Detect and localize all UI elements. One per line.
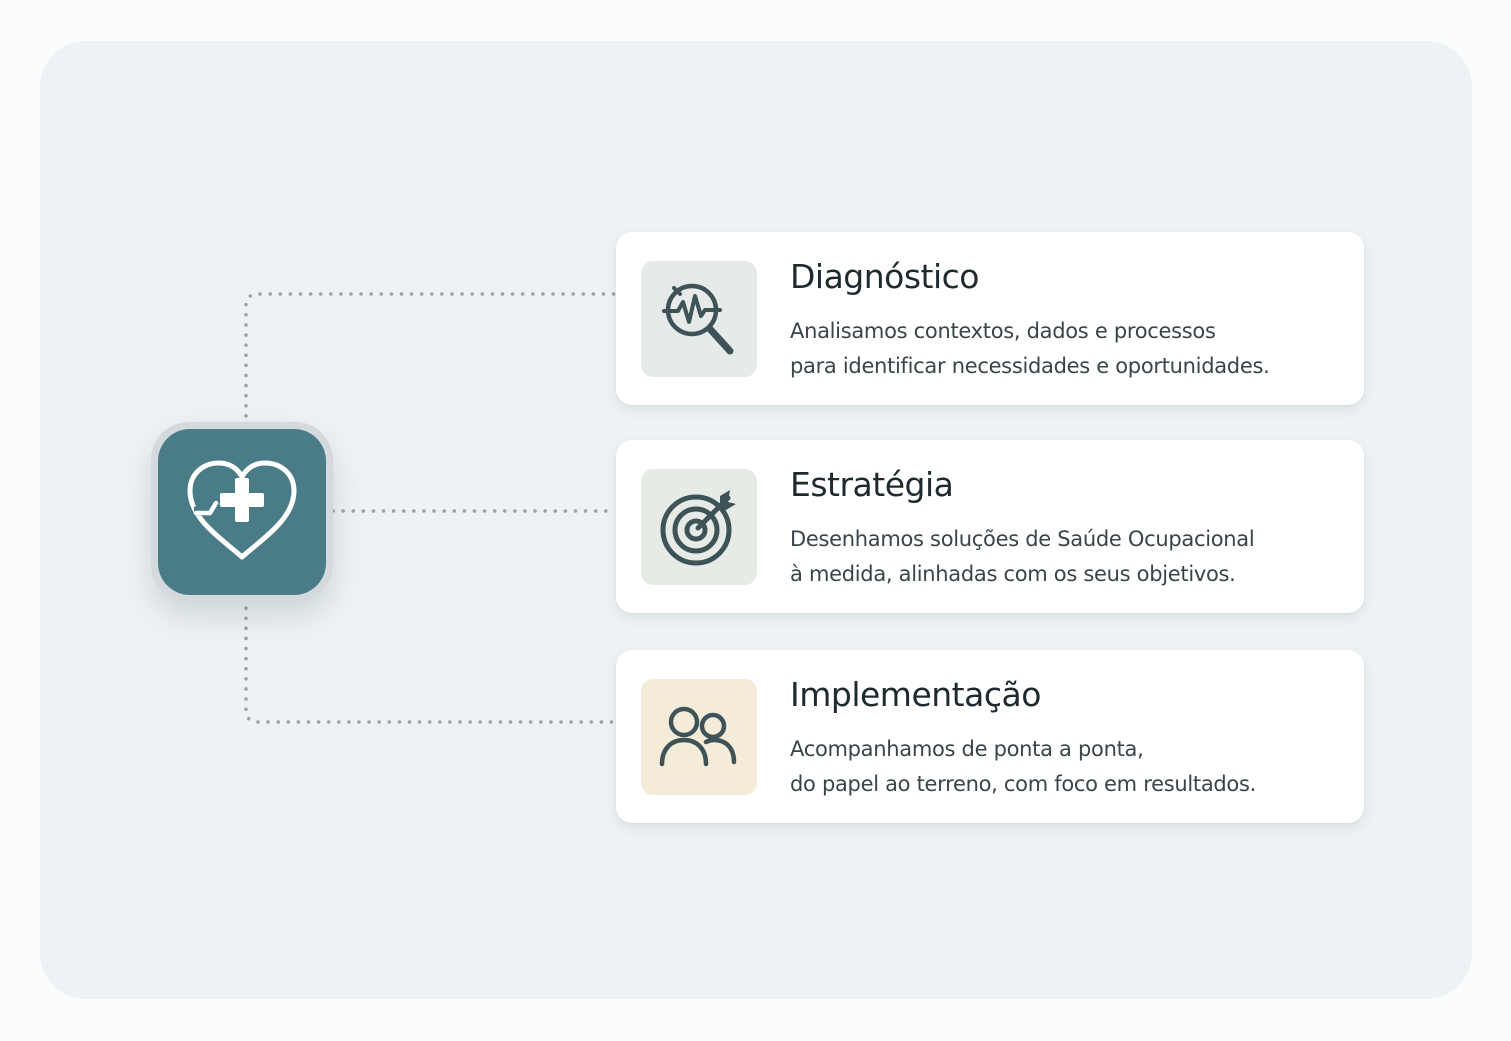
diagnosis-magnifier-icon [662,283,734,355]
card-description-line: à medida, alinhadas com os seus objetivo… [790,562,1236,586]
card-title: Implementação [790,675,1041,714]
card-title: Estratégia [790,465,954,504]
card-estrategia: Estratégia Desenhamos soluções de Saúde … [616,440,1364,613]
card-description: Desenhamos soluções de Saúde Ocupacional… [790,522,1255,592]
hub-inner [158,429,326,595]
card-diagnostico: Diagnóstico Analisamos contextos, dados … [616,232,1364,405]
card-description: Analisamos contextos, dados e processos … [790,314,1270,384]
icon-box-estrategia [641,469,757,585]
card-implementacao: Implementação Acompanhamos de ponta a po… [616,650,1364,823]
heart-plus-icon [187,460,297,560]
people-icon [659,706,737,767]
card-title: Diagnóstico [790,257,980,296]
card-description-line: Analisamos contextos, dados e processos [790,319,1216,343]
target-icon [660,490,736,566]
card-description-line: do papel ao terreno, com foco em resulta… [790,772,1256,796]
card-description-line: Acompanhamos de ponta a ponta, [790,737,1144,761]
card-description: Acompanhamos de ponta a ponta, do papel … [790,732,1256,802]
icon-box-implementacao [641,679,757,795]
health-hub [151,422,333,602]
icon-box-diagnostico [641,261,757,377]
card-description-line: Desenhamos soluções de Saúde Ocupacional [790,527,1255,551]
card-description-line: para identificar necessidades e oportuni… [790,354,1270,378]
